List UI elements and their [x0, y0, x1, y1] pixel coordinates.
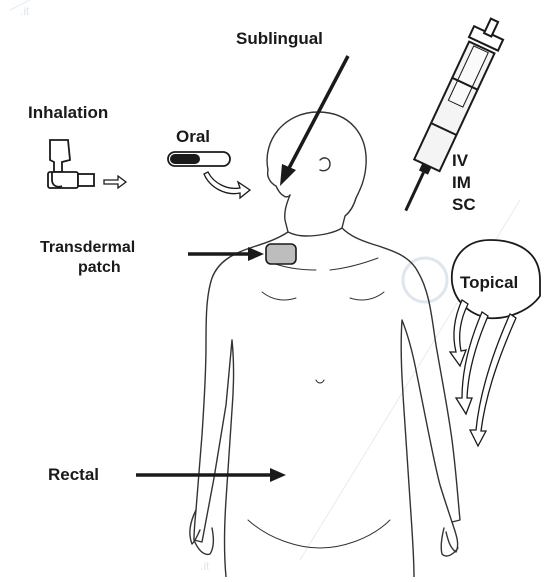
label-oral: Oral — [176, 127, 210, 146]
label-im: IM — [452, 173, 471, 192]
label-transdermal: Transdermal — [40, 239, 135, 256]
inhaler-icon — [48, 140, 94, 188]
label-sc: SC — [452, 195, 476, 214]
label-inhalation: Inhalation — [28, 103, 108, 122]
watermark-text-top: .it — [20, 4, 30, 18]
syringe-icon — [391, 14, 509, 218]
topical-arrows — [450, 300, 516, 446]
label-rectal: Rectal — [48, 465, 99, 484]
label-iv: IV — [452, 151, 469, 170]
watermark-text: .it — [200, 559, 210, 573]
oral-arrow — [204, 172, 250, 198]
label-topical: Topical — [460, 273, 518, 292]
label-sublingual: Sublingual — [236, 29, 323, 48]
rectal-arrow — [136, 468, 286, 482]
capsule-icon — [168, 152, 230, 166]
watermark: .it .it — [10, 0, 520, 573]
transdermal-patch-shape — [266, 244, 296, 264]
inhalation-arrow — [104, 176, 126, 188]
label-patch: patch — [78, 259, 121, 276]
sublingual-arrow — [280, 56, 348, 186]
